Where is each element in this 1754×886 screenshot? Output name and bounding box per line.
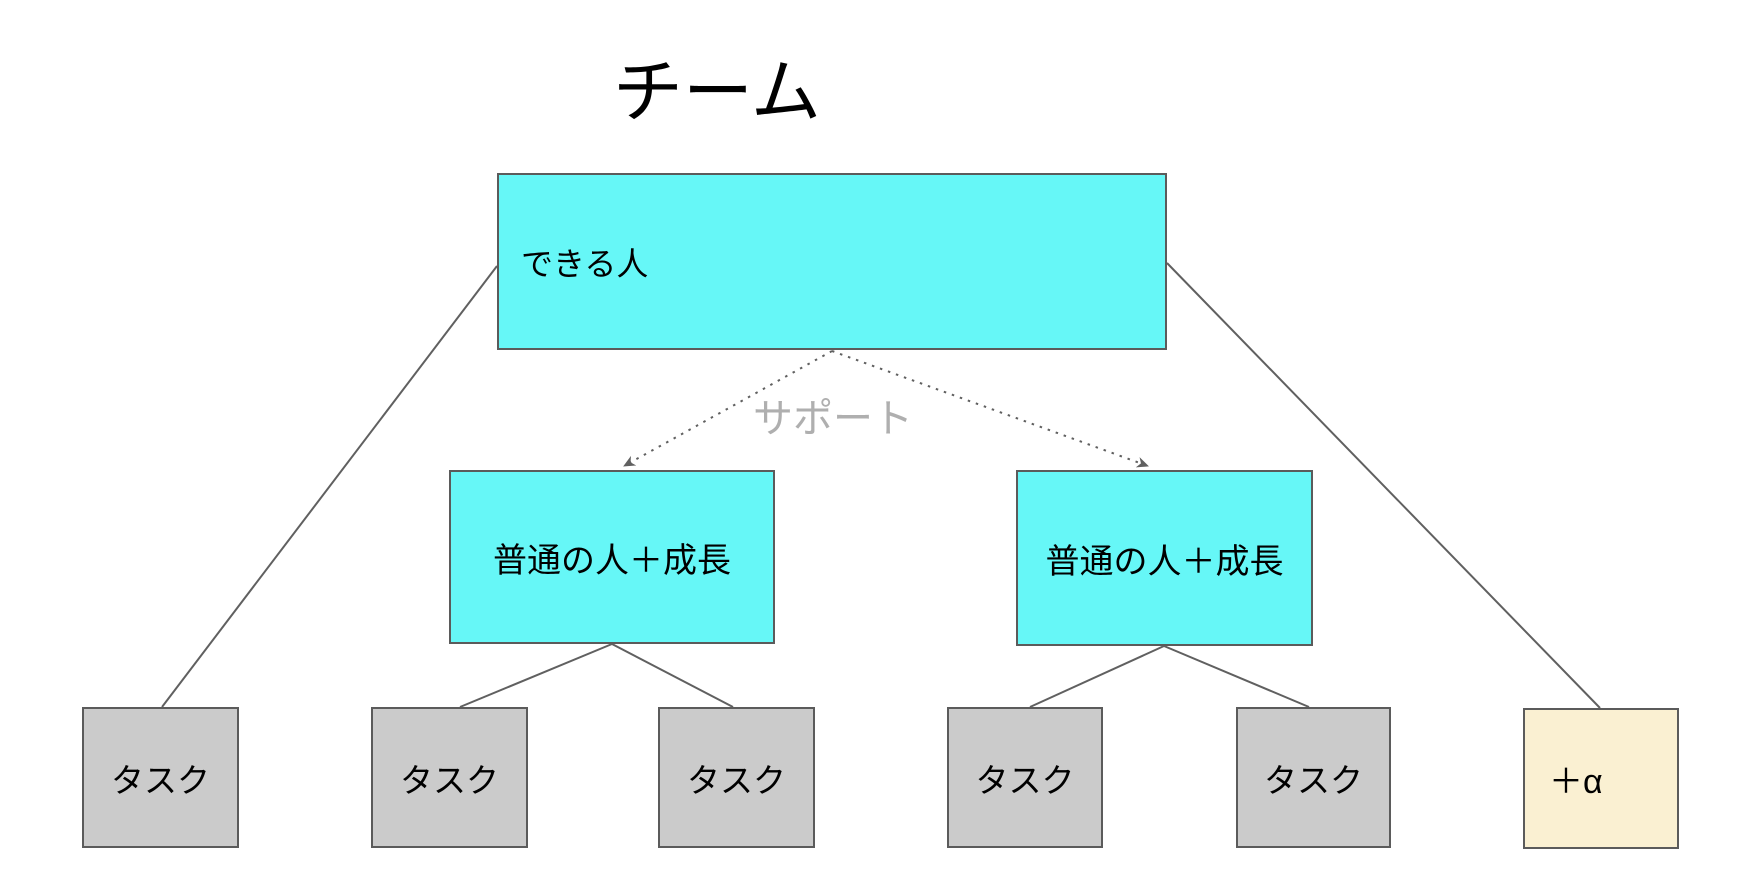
node-capable-person: できる人	[497, 173, 1167, 350]
node-task-1: タスク	[82, 707, 239, 848]
node-task-5: タスク	[1236, 707, 1391, 848]
diagram-title: チーム	[613, 53, 821, 131]
node-label: 普通の人＋成長	[1045, 542, 1284, 581]
node-ordinary-person-left: 普通の人＋成長	[449, 470, 775, 644]
node-label: タスク	[1264, 761, 1363, 799]
connector-root-task1	[161, 265, 498, 708]
node-ordinary-person-right: 普通の人＋成長	[1016, 470, 1313, 646]
connector-member1-task2	[459, 643, 613, 708]
connector-member1-task3	[611, 643, 734, 708]
node-plus-alpha: ＋α	[1523, 708, 1679, 849]
node-label: できる人	[521, 245, 649, 282]
connector-member2-task5	[1163, 645, 1310, 708]
node-task-3: タスク	[658, 707, 815, 848]
node-label: タスク	[400, 761, 499, 799]
node-label: タスク	[111, 761, 210, 799]
node-task-2: タスク	[371, 707, 528, 848]
connector-member2-task4	[1029, 645, 1165, 708]
support-label: サポート	[753, 397, 913, 441]
node-label: タスク	[975, 761, 1075, 799]
connector-root-extra	[1166, 262, 1601, 709]
node-label: タスク	[687, 761, 786, 799]
node-label: 普通の人＋成長	[493, 541, 731, 580]
node-label: ＋α	[1549, 763, 1603, 801]
node-task-4: タスク	[947, 707, 1103, 848]
